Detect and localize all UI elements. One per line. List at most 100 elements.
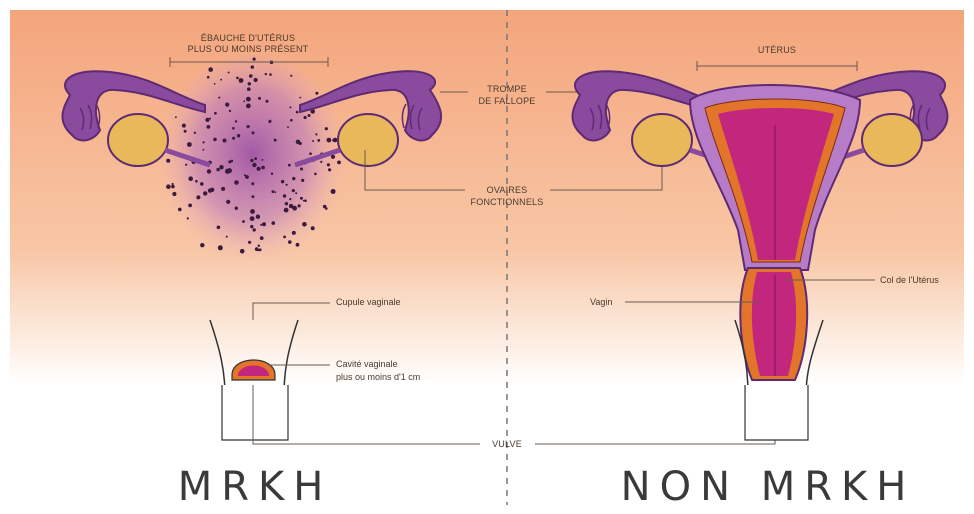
left-ovary-mrkh — [108, 114, 168, 166]
rudiment-dot — [234, 180, 239, 185]
rudiment-dot — [260, 236, 264, 240]
label-ovaires-line1: OVAIRES — [487, 185, 528, 195]
rudiment-dot — [283, 236, 286, 239]
rudiment-dot — [187, 217, 189, 219]
left-ovary — [632, 114, 692, 166]
rudiment-dot — [288, 240, 292, 244]
right-ovary-mrkh — [338, 114, 398, 166]
label-cavite-line1: Cavité vaginale — [336, 359, 398, 369]
rudiment-dot — [317, 139, 320, 142]
rudiment-dot — [328, 168, 331, 171]
rudiment-dot — [236, 77, 239, 80]
rudiment-dot — [285, 202, 288, 205]
rudiment-dot — [254, 78, 258, 82]
rudiment-dot — [254, 157, 257, 160]
rudiment-dot — [203, 149, 205, 151]
rudiment-dot — [337, 161, 341, 165]
rudiment-dot — [289, 198, 291, 200]
label-cavite-line2: plus ou moins d'1 cm — [336, 372, 420, 382]
rudiment-dot — [239, 78, 244, 83]
rudiment-dot — [220, 79, 222, 81]
rudiment-dot — [172, 192, 176, 196]
rudiment-dot — [208, 188, 212, 192]
rudiment-dot — [203, 191, 207, 195]
label-ebauche-line2: PLUS OU MOINS PRÉSENT — [188, 44, 309, 54]
rudiment-dot — [298, 204, 301, 207]
rudiment-dot — [331, 189, 336, 194]
rudiment-dot — [240, 249, 245, 254]
rudiment-dot — [207, 76, 210, 79]
rudiment-dot — [228, 72, 230, 74]
rudiment-dot — [292, 231, 296, 235]
rudiment-dot — [274, 139, 277, 142]
rudiment-dot — [196, 195, 200, 199]
rudiment-dot — [219, 165, 223, 169]
label-col: Col de l'Utérus — [880, 275, 939, 285]
rudiment-dot — [309, 152, 312, 155]
label-trompe-line2: DE FALLOPE — [478, 96, 535, 106]
rudiment-dot — [246, 97, 251, 102]
rudiment-dot — [227, 168, 232, 173]
rudiment-dot — [237, 134, 240, 137]
rudiment-dot — [209, 118, 211, 120]
rudiment-dot — [175, 116, 177, 118]
rudiment-dot — [187, 142, 192, 147]
rudiment-dot — [260, 224, 262, 226]
rudiment-dot — [205, 118, 209, 122]
rudiment-dot — [213, 138, 217, 142]
label-ovaires-line2: FONCTIONNELS — [471, 197, 544, 207]
label-vulve: VULVE — [492, 439, 522, 449]
rudiment-dot — [188, 204, 192, 208]
rudiment-dot — [194, 132, 196, 134]
rudiment-dot — [195, 180, 198, 183]
rudiment-dot — [287, 126, 289, 128]
rudiment-dot — [235, 120, 237, 122]
rudiment-dot — [252, 131, 255, 134]
rudiment-dot — [320, 161, 322, 163]
rudiment-dot — [289, 204, 293, 208]
rudiment-dot — [292, 189, 295, 192]
rudiment-dot — [166, 159, 170, 163]
rudiment-dot — [258, 97, 261, 100]
rudiment-dot — [225, 103, 229, 107]
rudiment-dot — [217, 226, 221, 230]
rudiment-dot — [253, 58, 256, 61]
rudiment-dot — [312, 140, 314, 142]
rudiment-dot — [259, 248, 262, 251]
rudiment-dot — [303, 200, 305, 202]
rudiment-dot — [251, 65, 254, 68]
rudiment-dot — [281, 180, 284, 183]
rudiment-dot — [269, 73, 272, 76]
rudiment-dot — [286, 184, 288, 186]
rudiment-dot — [214, 83, 216, 85]
label-trompe-line1: TROMPE — [487, 84, 527, 94]
rudiment-dot — [262, 159, 264, 161]
rudiment-dot — [290, 119, 293, 122]
rudiment-dot — [248, 82, 251, 85]
rudiment-dot — [308, 114, 311, 117]
rudiment-dot — [296, 243, 300, 247]
rudiment-dot — [327, 138, 332, 143]
rudiment-dot — [262, 222, 266, 226]
rudiment-dot — [250, 225, 253, 228]
rudiment-dot — [172, 183, 174, 185]
rudiment-dot — [188, 176, 193, 181]
rudiment-dot — [246, 104, 251, 109]
rudiment-dot — [299, 97, 301, 99]
rudiment-dot — [296, 140, 301, 145]
rudiment-dot — [258, 245, 260, 247]
rudiment-dot — [251, 182, 254, 185]
rudiment-dot — [216, 168, 219, 171]
rudiment-dot — [289, 106, 291, 108]
rudiment-dot — [243, 100, 245, 102]
rudiment-dot — [229, 110, 231, 112]
rudiment-dot — [249, 74, 253, 78]
title-mrkh: MRKH — [178, 464, 333, 510]
rudiment-dot — [255, 247, 259, 251]
rudiment-dot — [272, 221, 276, 225]
rudiment-dot — [271, 173, 273, 175]
rudiment-dot — [247, 87, 251, 91]
rudiment-dot — [295, 192, 297, 194]
rudiment-dot — [185, 164, 187, 166]
